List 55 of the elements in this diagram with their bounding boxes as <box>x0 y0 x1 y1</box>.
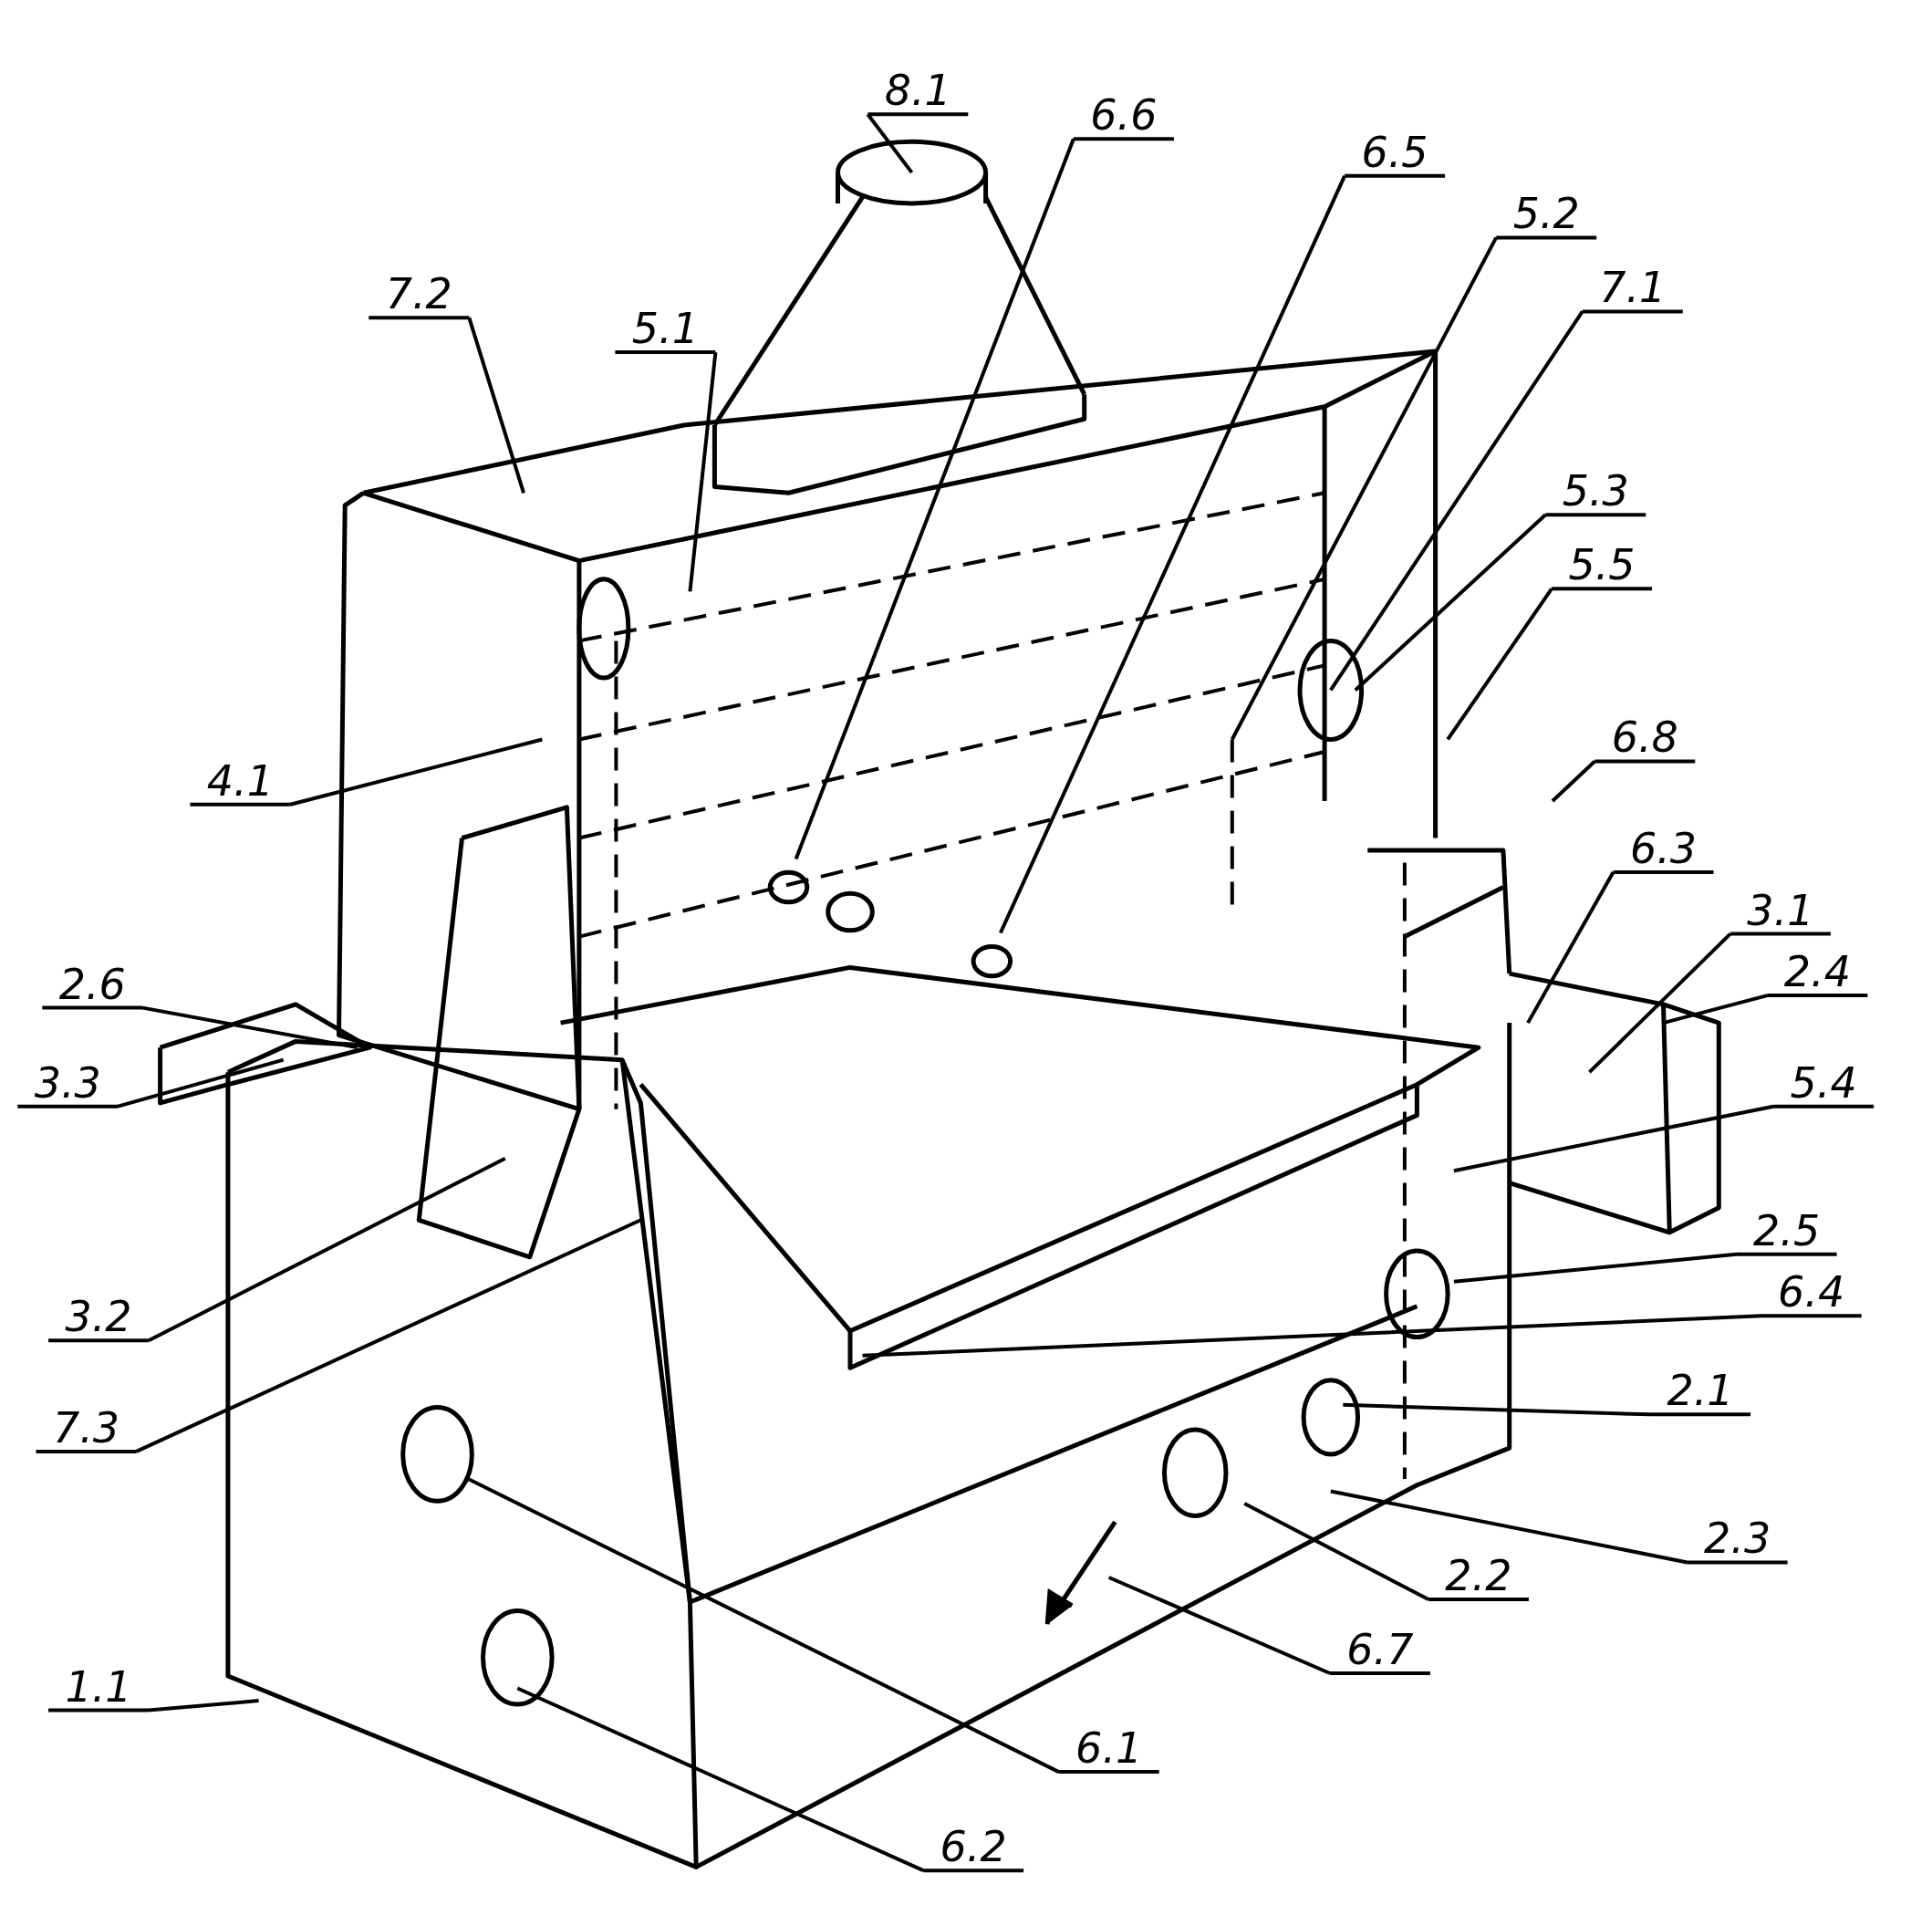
leader-line <box>860 1314 1864 1358</box>
leader-line <box>1328 1489 1790 1565</box>
leader-line <box>466 1476 1161 1775</box>
leader-line <box>16 1057 286 1109</box>
leader-line <box>613 350 718 594</box>
leader-line <box>866 112 971 175</box>
callout-number: 6.1 <box>1058 1726 1159 1771</box>
callout-number: 3.2 <box>48 1295 150 1339</box>
leader-line <box>1341 1402 1753 1417</box>
leader-line <box>1451 1104 1876 1173</box>
leader-line <box>367 316 526 495</box>
callout-number: 8.1 <box>867 68 969 113</box>
leader-line <box>998 173 1448 935</box>
leader-line <box>1353 513 1648 692</box>
callout-number: 6.4 <box>1761 1270 1862 1315</box>
leader-line <box>188 737 545 807</box>
leader-line <box>34 1218 643 1453</box>
callout-number: 2.6 <box>42 962 143 1006</box>
callout-number: 5.4 <box>1773 1060 1875 1105</box>
leader-line <box>1525 870 1716 1025</box>
callout-number: 5.1 <box>615 307 716 350</box>
leader-line <box>1106 1576 1432 1676</box>
callout-number: 2.4 <box>1767 950 1868 994</box>
leader-line <box>40 1005 359 1050</box>
callout-number: 6.8 <box>1594 715 1696 760</box>
callout-number: 6.2 <box>923 1825 1024 1869</box>
callout-number: 6.3 <box>1613 827 1714 870</box>
callout-number: 6.7 <box>1329 1628 1430 1671</box>
callout-number: 5.2 <box>1496 192 1597 236</box>
leader-line <box>1328 309 1685 692</box>
callout-number: 2.2 <box>1428 1553 1529 1598</box>
callout-number: 6.6 <box>1073 93 1174 138</box>
leader-line <box>1230 235 1599 742</box>
leader-line <box>1587 932 1833 1075</box>
callout-number: 4.1 <box>190 758 291 803</box>
leader-line <box>1446 587 1654 742</box>
callout-number: 7.1 <box>1582 265 1683 310</box>
leader-line <box>1550 759 1698 803</box>
callout-number: 3.3 <box>17 1060 119 1105</box>
leader-line <box>794 137 1176 861</box>
callout-number: 3.1 <box>1729 888 1831 932</box>
callout-number: 7.2 <box>369 272 470 317</box>
leader-line <box>1242 1501 1531 1601</box>
leader-line <box>1451 1252 1839 1284</box>
callout-number: 5.3 <box>1545 469 1646 514</box>
callout-number: 2.1 <box>1650 1369 1751 1413</box>
leader-line <box>47 1699 261 1712</box>
callout-number: 6.5 <box>1345 130 1446 174</box>
callout-number: 2.3 <box>1687 1516 1788 1561</box>
callout-number: 5.5 <box>1552 543 1652 588</box>
callout-number: 2.5 <box>1736 1208 1837 1253</box>
callout-number: 7.3 <box>36 1405 137 1450</box>
callout-number: 1.1 <box>48 1664 150 1709</box>
leader-line <box>47 1156 507 1343</box>
leader-line <box>515 1686 1026 1873</box>
